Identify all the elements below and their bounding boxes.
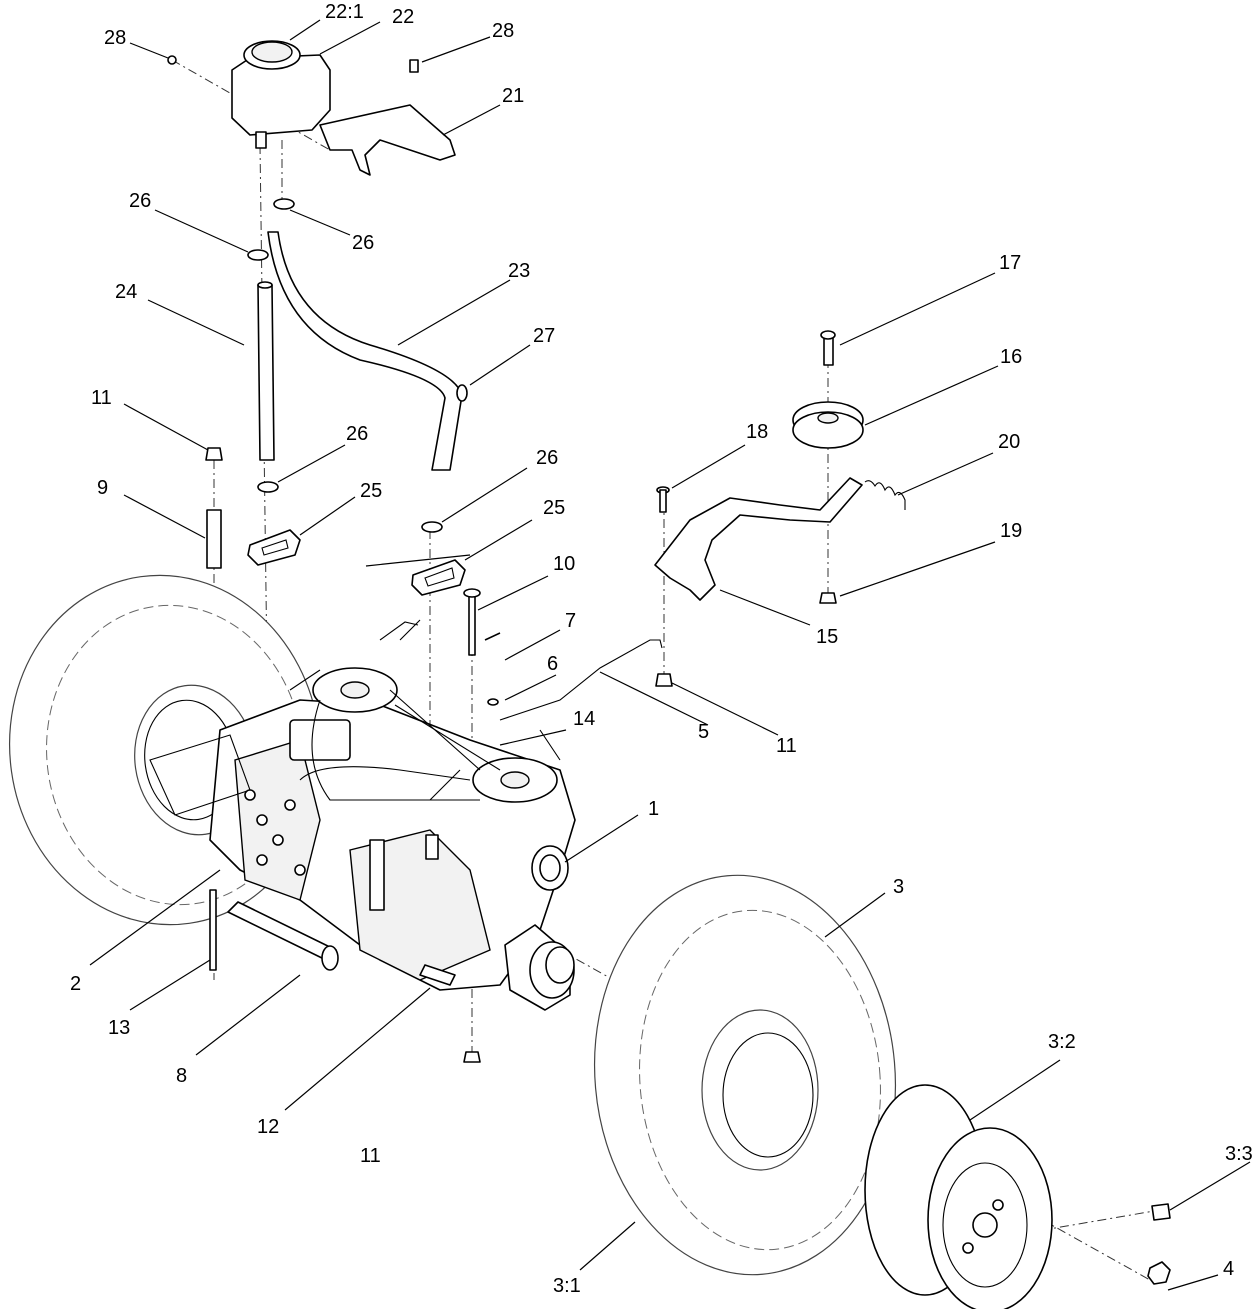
callout-18: 18 <box>746 421 768 443</box>
callout-6: 6 <box>547 653 558 675</box>
callout-19: 19 <box>1000 520 1022 542</box>
callout-1: 1 <box>648 798 659 820</box>
callout-labels: 1 2 3 3:1 3:2 3:3 4 5 6 7 8 9 10 11 11 1… <box>70 1 1253 1297</box>
callout-23: 23 <box>508 260 530 282</box>
callout-12: 12 <box>257 1116 279 1138</box>
fasteners <box>205 447 673 1063</box>
callout-25-left: 25 <box>360 480 382 502</box>
reservoir-assembly <box>167 40 456 176</box>
callout-4: 4 <box>1223 1258 1234 1280</box>
callout-14: 14 <box>573 708 595 730</box>
callout-27: 27 <box>533 325 555 347</box>
callout-11-bottom: 11 <box>360 1145 381 1167</box>
callout-13: 13 <box>108 1017 130 1039</box>
callout-3-3: 3:3 <box>1225 1143 1253 1165</box>
callout-5: 5 <box>698 721 709 743</box>
callout-20: 20 <box>998 431 1020 453</box>
drive-belt-assembly <box>289 619 561 803</box>
shafts <box>227 901 456 986</box>
callout-8: 8 <box>176 1065 187 1087</box>
callout-28-left: 28 <box>104 27 126 49</box>
callout-2: 2 <box>70 973 81 995</box>
idler-assembly <box>654 330 906 604</box>
right-tire <box>593 874 897 1276</box>
callout-28-right: 28 <box>492 20 514 42</box>
callout-9: 9 <box>97 477 108 499</box>
callout-24: 24 <box>115 281 137 303</box>
callout-22-1: 22:1 <box>325 1 364 23</box>
callout-16: 16 <box>1000 346 1022 368</box>
callout-3: 3 <box>893 876 904 898</box>
callout-11-right: 11 <box>776 735 797 757</box>
wheel-rim <box>864 1084 1053 1309</box>
lug-hardware <box>1147 1203 1171 1285</box>
grommets <box>247 529 466 596</box>
callout-3-1: 3:1 <box>553 1275 581 1297</box>
leader-lines <box>89 19 1251 1291</box>
callout-21: 21 <box>502 85 524 107</box>
callout-26-upper-right: 26 <box>352 232 374 254</box>
callout-7: 7 <box>565 610 576 632</box>
right-axle-hub <box>504 924 575 1011</box>
callout-17: 17 <box>999 252 1021 274</box>
callout-25-right: 25 <box>543 497 565 519</box>
callout-26-upper-left: 26 <box>129 190 151 212</box>
callout-3-2: 3:2 <box>1048 1031 1076 1053</box>
callout-26-lower-left: 26 <box>346 423 368 445</box>
control-rod <box>379 621 663 721</box>
callout-26-lower-right: 26 <box>536 447 558 469</box>
callout-10: 10 <box>553 553 575 575</box>
hoses <box>247 198 468 533</box>
callout-15: 15 <box>816 626 838 648</box>
callout-22: 22 <box>392 6 414 28</box>
callout-11-top: 11 <box>91 387 112 409</box>
